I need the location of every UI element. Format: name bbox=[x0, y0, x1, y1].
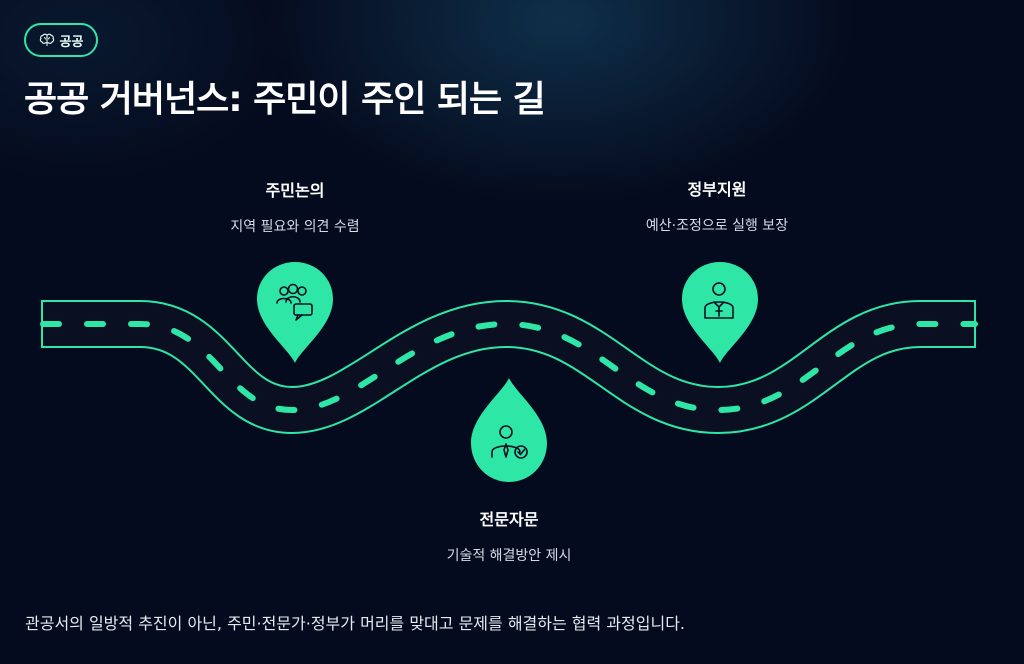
stage-1-title: 주민논의 bbox=[265, 181, 325, 200]
stage-pin-2 bbox=[471, 378, 547, 482]
page-title: 공공 거버넌스: 주민이 주인 되는 길 bbox=[24, 79, 546, 120]
category-tag-label: 공공 bbox=[59, 34, 84, 50]
stage-pin-1 bbox=[257, 262, 333, 363]
community-discussion-icon bbox=[276, 283, 313, 321]
footer-description: 관공서의 일방적 추진이 아닌, 주민·전문가·정부가 머리를 맞대고 문제를 … bbox=[25, 614, 686, 633]
stage-1-text: 주민논의 지역 필요와 의견 수렴 bbox=[195, 177, 395, 236]
stage-2-text: 전문자문 기술적 해결방안 제시 bbox=[409, 506, 609, 565]
stage-1-description: 지역 필요와 의견 수렴 bbox=[230, 219, 360, 235]
brain-icon bbox=[39, 33, 54, 46]
stage-2-title: 전문자문 bbox=[479, 510, 539, 529]
official-icon bbox=[704, 282, 734, 319]
stage-3-title: 정부지원 bbox=[687, 180, 747, 199]
stage-3-description: 예산·조정으로 실행 보장 bbox=[645, 218, 789, 234]
road-center-dashes bbox=[40, 320, 978, 414]
expert-check-icon bbox=[491, 425, 528, 459]
stage-2-description: 기술적 해결방안 제시 bbox=[446, 548, 572, 564]
category-tag: 공공 bbox=[24, 23, 98, 57]
stage-pin-3 bbox=[682, 262, 758, 363]
stage-3-text: 정부지원 예산·조정으로 실행 보장 bbox=[597, 176, 837, 235]
